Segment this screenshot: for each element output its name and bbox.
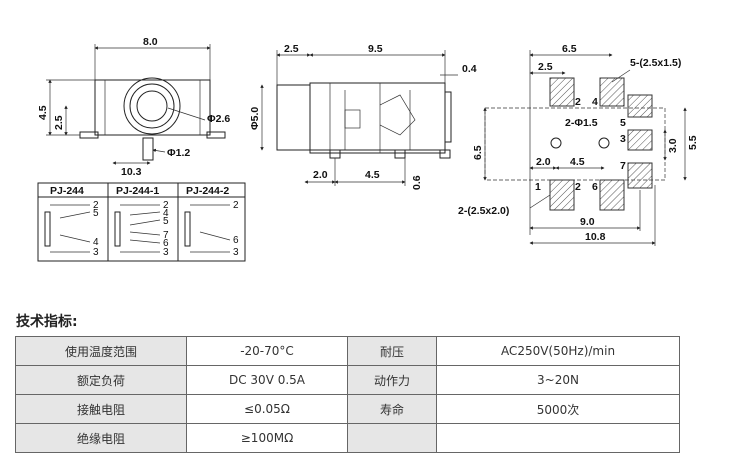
spec-key: 使用温度范围 [15,336,187,366]
side-c-label: 0.4 [462,63,477,75]
table-row: 接触电阻 ≤0.05Ω 寿命 5000次 [15,394,680,424]
pcb-pin-label-3: 5 [620,117,626,129]
pcb-pad-2b [549,179,575,211]
pcb-hole-2 [598,137,610,149]
spec-key: 耐压 [347,336,437,366]
pcb-pad-6 [599,179,625,211]
schematic-1-pin-0: 2 [163,200,169,211]
schematic-0-pin-0: 2 [93,200,99,211]
front-width-label: 8.0 [143,36,158,48]
front-view: 8.0 Φ2.6 4.5 2.5 Φ1.2 10.3 [37,36,230,178]
spec-key [347,423,437,453]
schematic-1: 2 4 5 7 6 3 [114,200,169,258]
side-d-label: 2.0 [313,169,328,181]
schematic-1-pin-2: 5 [163,216,169,227]
front-pin-dia-label: Φ1.2 [167,147,190,159]
spec-key: 寿命 [347,394,437,424]
table-row: 使用温度范围 -20-70°C 耐压 AC250V(50Hz)/min [15,336,680,366]
spec-value: AC250V(50Hz)/min [436,336,680,366]
spec-value: DC 30V 0.5A [186,365,348,395]
spec-value: ≥100MΩ [186,423,348,453]
schematic-0-pin-2: 4 [93,237,99,248]
side-view: 2.5 9.5 0.4 Φ5.0 2.0 4.5 0.6 [249,43,477,190]
side-e-label: 4.5 [365,169,380,181]
schematic-2-pin-2: 3 [233,247,239,258]
schematic-title-1: PJ-244-1 [116,185,159,197]
pcb-f-label: 10.8 [585,231,606,243]
schematic-1-pin-1: 4 [163,208,169,219]
spec-value: -20-70°C [186,336,348,366]
front-body [94,79,211,136]
pcb-pin-label-7: 1 [535,181,541,193]
spec-key: 绝缘电阻 [15,423,187,453]
schematic-1-pin-4: 6 [163,238,169,249]
pcb-h3-label: 3.0 [667,138,679,153]
pcb-pin-label-2: 3 [620,133,626,145]
spec-value: 3~20N [436,365,680,395]
spec-value: 5000次 [436,394,680,424]
pcb-pad-2 [549,77,575,107]
schematic-title-0: PJ-244 [50,185,84,197]
spec-key: 额定负荷 [15,365,187,395]
spec-key: 接触电阻 [15,394,187,424]
pcb-pin-label-1: 4 [592,96,598,108]
pcb-h1-label: 6.5 [472,145,484,160]
pcb-c-label: 2.0 [536,156,551,168]
pcb-a-label: 6.5 [562,43,577,55]
pcb-pad-top-right [627,94,653,118]
pcb-d-label: 4.5 [570,156,585,168]
pcb-pad-3 [627,129,653,151]
side-f-label: 0.6 [411,175,423,190]
front-pin [142,137,154,161]
table-row: 额定负荷 DC 30V 0.5A 动作力 3~20N [15,365,680,395]
schematic-title-2: PJ-244-2 [186,185,229,197]
front-height-label: 4.5 [37,105,49,120]
schematic-1-pin-3: 7 [163,230,169,241]
schematic-2: 2 6 3 [184,200,239,258]
schematic-0: 2 5 4 3 [44,200,99,258]
front-half-height-label: 2.5 [53,115,65,130]
front-jack-hole [136,90,168,122]
front-pin-offset-label: 10.3 [121,166,142,178]
table-row: 绝缘电阻 ≥100MΩ [15,423,680,453]
pcb-e-label: 9.0 [580,216,595,228]
pcb-b-label: 2.5 [538,61,553,73]
front-hole-dia-label: Φ2.6 [207,113,230,125]
technical-drawing: 8.0 Φ2.6 4.5 2.5 Φ1.2 10.3 2.5 9.5 0.4 [37,36,699,262]
pcb-pads-small-label: 2-(2.5x2.0) [458,205,509,217]
schematic-1-pin-5: 3 [163,247,169,258]
pcb-footprint: 6.5 2.5 5-(2.5x1.5) 2-Φ1.5 2 4 3 5 7 2 6… [458,43,699,246]
spec-value: ≤0.05Ω [186,394,348,424]
pcb-holes-label: 2-Φ1.5 [565,117,598,129]
spec-value [436,423,680,453]
spec-key: 动作力 [347,365,437,395]
schematic-0-pin-1: 5 [93,208,99,219]
pcb-pin-label-5: 2 [575,181,581,193]
front-ring-outer [123,77,181,135]
pcb-pin-label-0: 2 [575,96,581,108]
schematic-2-pin-1: 6 [233,235,239,246]
schematics: PJ-244 PJ-244-1 PJ-244-2 2 5 4 3 2 4 5 7 [37,182,246,262]
pcb-pad-4 [599,77,625,107]
specs-title: 技术指标: [16,314,78,330]
pcb-h2-label: 5.5 [687,135,699,150]
schematic-2-pin-0: 2 [233,200,239,211]
pcb-pad-7 [627,162,653,189]
side-b-label: 9.5 [368,43,383,55]
schematic-0-pin-3: 3 [93,247,99,258]
specs-table: 使用温度范围 -20-70°C 耐压 AC250V(50Hz)/min 额定负荷… [15,336,680,453]
side-nose [276,84,311,151]
pcb-hole-1 [550,137,562,149]
pcb-pin-label-6: 6 [592,181,598,193]
pcb-pin-label-4: 7 [620,160,626,172]
side-a-label: 2.5 [284,43,299,55]
side-dia-label: Φ5.0 [249,107,261,130]
pcb-pads-big-label: 5-(2.5x1.5) [630,57,681,69]
